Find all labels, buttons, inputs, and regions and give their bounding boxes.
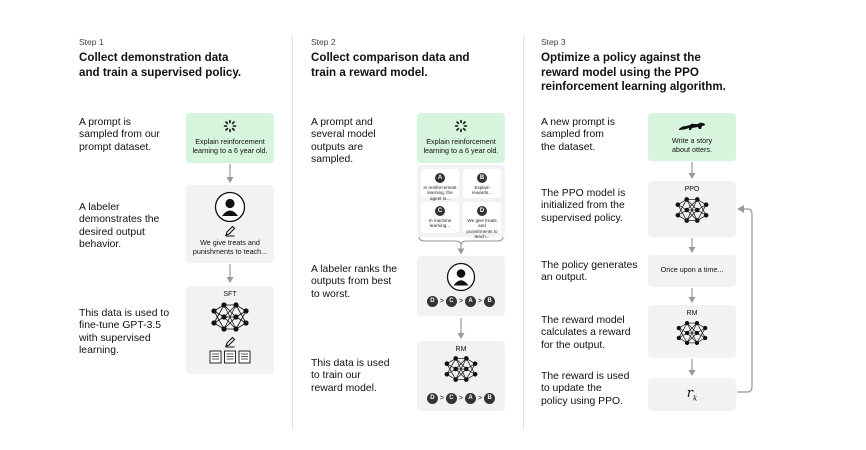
ppo-label: PPO xyxy=(684,186,700,193)
down-arrow-icon xyxy=(226,264,234,283)
step3-output-box: Once upon a time... xyxy=(648,255,736,287)
loop-icon xyxy=(454,119,468,133)
step3-ppo-box: PPO xyxy=(648,181,736,237)
step2-labeler-box: D> C> A> B xyxy=(417,256,505,316)
step3-label: Step 3 xyxy=(541,37,566,47)
neural-network-icon xyxy=(211,302,249,332)
neural-network-icon xyxy=(444,356,478,382)
documents-icon xyxy=(209,350,251,364)
step1-title: Collect demonstration data and train a s… xyxy=(79,51,242,79)
step3-title: Optimize a policy against the reward mod… xyxy=(541,51,726,93)
step3-output-text: Once upon a time... xyxy=(660,265,724,274)
divider xyxy=(523,35,524,430)
step3-reward-box: rk xyxy=(648,378,736,411)
neural-network-icon xyxy=(676,320,708,346)
rm-label: RM xyxy=(686,310,698,317)
step1-sft-box: SFT xyxy=(186,286,274,374)
ranking-row-rm: D> C> A> B xyxy=(417,393,505,404)
step2-title: Collect comparison data and train a rewa… xyxy=(311,51,470,79)
step3-rm-box: RM xyxy=(648,305,736,358)
pencil-icon xyxy=(225,336,236,348)
feedback-loop-arrow-icon xyxy=(737,205,753,393)
otter-icon xyxy=(679,122,705,130)
down-arrow-icon xyxy=(226,164,234,183)
step1-label: Step 1 xyxy=(79,37,104,47)
person-icon xyxy=(214,191,246,223)
down-arrow-icon xyxy=(688,238,696,253)
down-arrow-icon xyxy=(688,162,696,179)
sft-label: SFT xyxy=(223,291,237,298)
person-icon xyxy=(446,262,476,292)
bracket-arrow-icon xyxy=(418,236,504,255)
down-arrow-icon xyxy=(457,318,465,339)
down-arrow-icon xyxy=(688,359,696,376)
rm-label: RM xyxy=(455,346,467,353)
loop-icon xyxy=(223,119,237,133)
down-arrow-icon xyxy=(688,288,696,303)
divider xyxy=(292,35,293,430)
pencil-icon xyxy=(225,225,236,237)
output-card-b: B Explain rewards... xyxy=(463,169,501,198)
step2-rm-box: RM D> C> A> B xyxy=(417,341,505,411)
neural-network-icon xyxy=(675,197,709,223)
step2-label: Step 2 xyxy=(311,37,336,47)
ranking-row: D> C> A> B xyxy=(417,296,505,307)
reward-symbol: rk xyxy=(686,386,698,403)
